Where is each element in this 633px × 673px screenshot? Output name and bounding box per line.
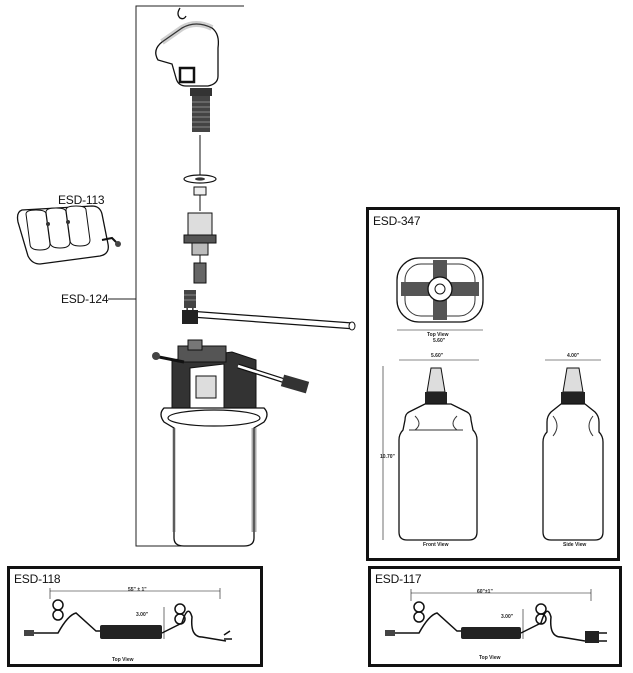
esd-118-length-dimension: 55" ± 1" bbox=[128, 587, 147, 593]
esd-124-label: ESD-124 bbox=[61, 292, 109, 306]
esd-117-caption: Top View bbox=[479, 655, 501, 661]
esd-347-panel: ESD-347 Top View 5.60" 5.60" 10.70" Fron… bbox=[366, 207, 620, 561]
esd-347-label: ESD-347 bbox=[373, 214, 421, 228]
bottle-top-view-drawing bbox=[396, 257, 484, 331]
esd-117-label: ESD-117 bbox=[375, 572, 422, 586]
esd-118-adapter-drawing bbox=[24, 588, 232, 642]
esd-118-caption: Top View bbox=[112, 657, 134, 663]
esd-117-panel: ESD-117 60"±1" 3.00" Top View bbox=[368, 566, 622, 667]
front-view-caption: Front View bbox=[423, 542, 449, 548]
front-height-dimension: 10.70" bbox=[380, 454, 395, 460]
top-view-dimension: 5.60" bbox=[433, 338, 446, 344]
side-view-caption: Side View bbox=[563, 542, 587, 548]
tube-drawing bbox=[182, 290, 356, 331]
side-width-dimension: 4.00" bbox=[567, 353, 580, 359]
front-width-dimension: 5.60" bbox=[431, 353, 444, 359]
esd-117-height-dimension: 3.00" bbox=[501, 614, 514, 620]
bottle-front-view-drawing bbox=[382, 359, 479, 541]
pump-bottle-drawing bbox=[152, 339, 310, 547]
esd-113-label: ESD-113 bbox=[58, 193, 105, 207]
esd-118-label: ESD-118 bbox=[14, 572, 61, 586]
top-view-caption: Top View bbox=[427, 332, 449, 338]
bottle-side-view-drawing bbox=[542, 359, 604, 541]
esd-118-panel: ESD-118 55" ± 1" 3.00" Top View bbox=[7, 566, 263, 667]
esd-117-length-dimension: 60"±1" bbox=[477, 589, 493, 595]
faucet-spout-drawing bbox=[155, 7, 220, 132]
esd-117-adapter-drawing bbox=[385, 589, 607, 643]
mounting-hardware-drawing bbox=[183, 135, 217, 284]
esd-118-height-dimension: 3.00" bbox=[136, 612, 149, 618]
battery-pack-drawing bbox=[16, 205, 121, 265]
